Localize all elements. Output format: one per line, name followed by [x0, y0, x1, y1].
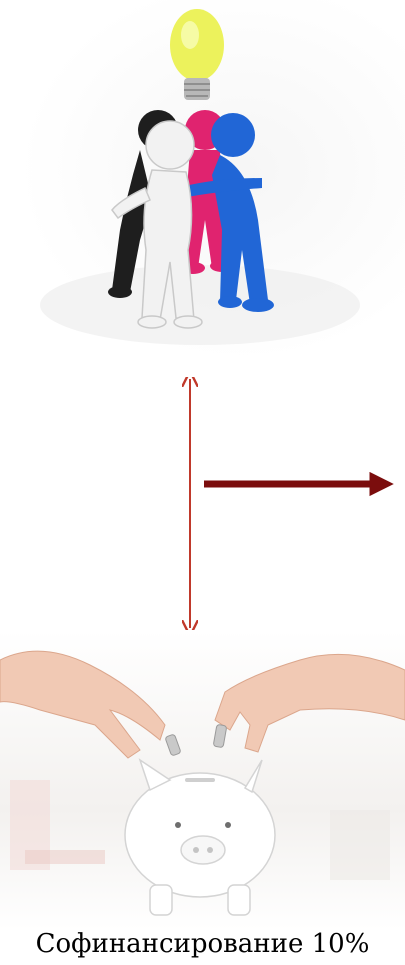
connector-arrows	[0, 377, 405, 630]
teamwork-lightbulb-icon	[0, 0, 405, 377]
right-hand	[215, 654, 405, 752]
left-hand	[0, 651, 165, 758]
lightbulb-icon	[170, 9, 224, 100]
coins	[165, 724, 227, 756]
piggy-bank-illustration	[0, 630, 405, 930]
cofinancing-caption: Софинансирование 10%	[0, 928, 405, 960]
piggy-bank-coins-icon	[0, 630, 405, 930]
teamwork-illustration	[0, 0, 405, 377]
piggy-bank	[125, 760, 275, 915]
